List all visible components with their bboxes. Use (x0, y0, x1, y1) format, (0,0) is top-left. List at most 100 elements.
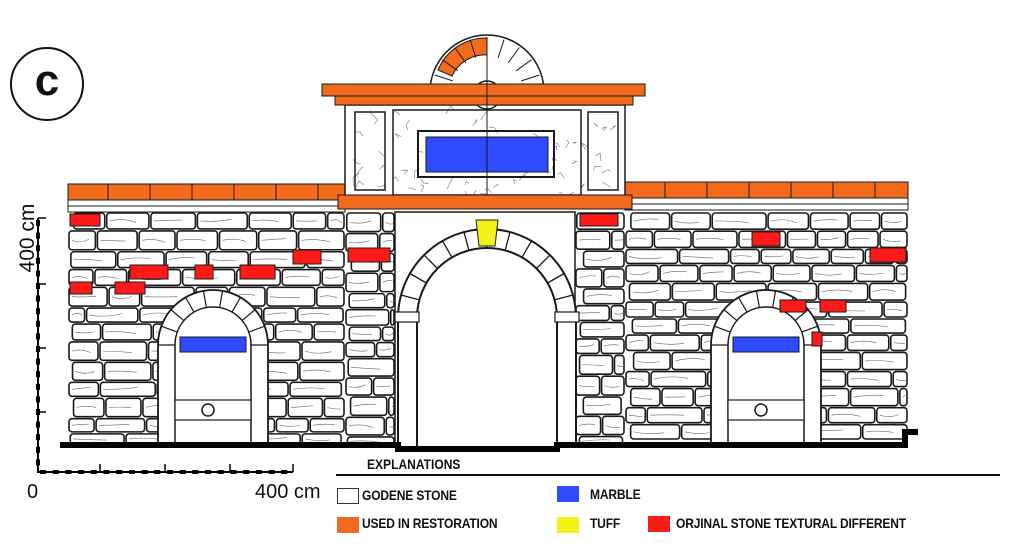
stone-block (830, 248, 865, 265)
stone-texture (105, 331, 137, 334)
voussoir-joint (441, 240, 453, 258)
legend-label-tuff: TUFF (590, 515, 621, 531)
stone-texture (493, 183, 499, 188)
impost-right (554, 311, 580, 323)
stone-block (105, 212, 150, 230)
stone-block (733, 264, 773, 283)
panel-label-circle (10, 47, 84, 121)
stone-texture (702, 271, 724, 274)
stone-texture (604, 385, 620, 388)
voussoir-joint (463, 231, 470, 251)
stone-block (892, 370, 908, 388)
stone-texture (393, 176, 399, 182)
stone-block (379, 272, 395, 293)
stone-block (176, 230, 219, 251)
stone-texture (302, 369, 331, 373)
stone-texture (472, 119, 478, 126)
right-fountain-niche (727, 306, 805, 446)
stone-texture (555, 142, 561, 148)
voussoir-joint (547, 272, 565, 284)
stone-texture (578, 311, 601, 314)
pediment-ray (497, 39, 505, 58)
stone-block (792, 248, 831, 265)
stone-texture (354, 131, 364, 137)
voussoir-joint (184, 297, 195, 313)
voussoir-joint (723, 309, 738, 322)
stone-texture (313, 423, 335, 426)
horizontal-scale-tick (192, 470, 199, 474)
stone-texture (348, 384, 366, 388)
stone-texture (317, 331, 337, 333)
stone-texture (348, 424, 374, 428)
legend-divider (336, 474, 1000, 476)
voussoir-joint (409, 272, 427, 284)
stone-block (653, 230, 692, 249)
stone-texture (142, 239, 165, 243)
stone-block (289, 381, 343, 398)
vertical-scale-tick (36, 421, 40, 428)
stone-block (850, 318, 907, 334)
ground-line (60, 429, 918, 452)
pediment-ray (515, 59, 532, 72)
stone-block (71, 361, 104, 382)
horizontal-scale-tick (141, 470, 148, 474)
stone-texture (586, 256, 613, 261)
stone-texture (319, 295, 338, 299)
vertical-scale-tick (36, 358, 40, 365)
stone-texture (293, 387, 326, 390)
stone-block (846, 230, 879, 249)
textural-different-stone (579, 213, 619, 227)
stone-texture (73, 438, 107, 441)
legend-swatch-marble (557, 486, 579, 502)
stone-block (287, 397, 324, 418)
stone-texture (72, 296, 97, 298)
stone-block (85, 307, 139, 323)
stone-texture (681, 324, 711, 327)
stone-texture (853, 394, 884, 398)
stone-texture (100, 240, 126, 242)
stone-texture (602, 182, 611, 188)
horizontal-scale-tick (268, 470, 275, 474)
stone-block (281, 268, 322, 287)
stone-texture (884, 220, 902, 223)
stone-block (196, 212, 249, 230)
stone-block (313, 323, 345, 341)
horizontal-scale-tick (128, 470, 135, 474)
vertical-scale-tick (36, 245, 40, 252)
stone-texture (850, 340, 877, 343)
stone-texture (617, 364, 625, 367)
vertical-scale-tick (36, 333, 40, 340)
stone-texture (325, 276, 340, 279)
stone-block (602, 268, 625, 288)
stone-block (95, 417, 146, 433)
stone-block (625, 406, 647, 424)
stone-texture (859, 272, 884, 275)
right-fountain-spout-icon (754, 403, 768, 417)
stone-texture (628, 414, 642, 417)
stone-texture (628, 256, 662, 260)
legend-swatch-godene (337, 488, 359, 504)
stone-texture (266, 312, 288, 316)
stone-block (99, 381, 157, 398)
stone-block (772, 264, 811, 283)
stone-texture (129, 437, 159, 440)
textural-different-stone (69, 213, 101, 227)
stone-texture (682, 256, 714, 259)
stone-block (72, 397, 105, 418)
horizontal-scale-tick (116, 470, 123, 474)
legend-swatch-tuff (557, 517, 579, 533)
vertical-scale-tick (36, 446, 40, 453)
stone-block (817, 282, 869, 301)
stone-texture (605, 425, 620, 429)
stone-texture (279, 424, 300, 427)
stone-block (296, 307, 344, 323)
stone-block (105, 397, 142, 418)
upper-restoration-cornice (321, 83, 646, 97)
vertical-scale-tick (36, 270, 40, 277)
stone-texture (285, 275, 310, 278)
horizontal-scale-end: 400 cm (255, 481, 321, 503)
horizontal-scale-tick (255, 470, 262, 474)
stone-texture (586, 404, 611, 407)
legend-label-godene: GODENE STONE (362, 487, 457, 503)
stone-texture (879, 414, 900, 417)
